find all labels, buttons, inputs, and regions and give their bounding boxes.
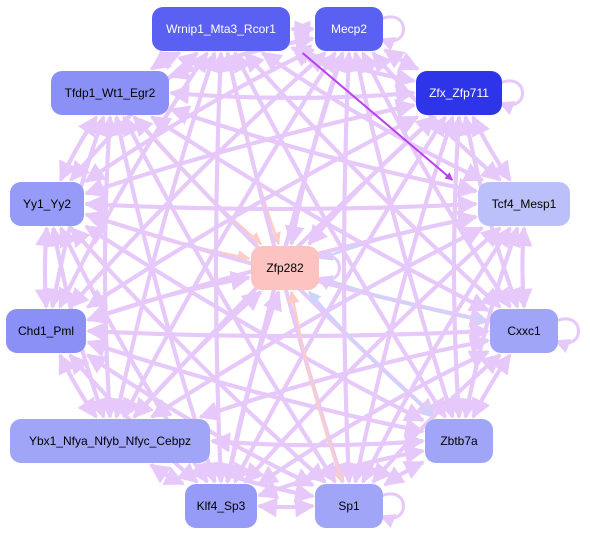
edge-sp1-to-yy1 <box>69 226 327 484</box>
edge-mecp2-to-yy1 <box>84 48 314 184</box>
edge-zbtb7a-to-yy1 <box>84 224 424 423</box>
node-label-yy1: Yy1_Yy2 <box>23 197 71 211</box>
edge-ybx1-to-mecp2 <box>122 51 337 418</box>
node-yy1[interactable]: Yy1_Yy2 <box>10 182 84 226</box>
edge-sp1-to-mecp2 <box>338 51 359 483</box>
node-sp1[interactable]: Sp1 <box>315 484 383 528</box>
edge-cxxc1-to-tfdp1 <box>150 115 489 313</box>
edge-cxxc1-to-wrnip1 <box>243 51 502 309</box>
highlight-edge-wrnip1-to-tcf4 <box>301 52 454 181</box>
edge-cxxc1-to-chd1 <box>86 321 489 342</box>
node-zfp282[interactable]: Zfp282 <box>251 246 319 290</box>
node-label-chd1: Chd1_Pml <box>18 324 74 338</box>
edge-zbtb7a-to-wrnip1 <box>233 51 447 419</box>
node-box-tcf4[interactable] <box>478 182 570 226</box>
node-box-wrnip1[interactable] <box>152 7 290 51</box>
edge-ybx1-to-cxxc1 <box>199 334 490 419</box>
edge-zfx-to-mecp2 <box>383 48 419 71</box>
edge-chd1-to-yy1 <box>35 226 56 308</box>
node-ybx1[interactable]: Ybx1_Nfya_Nfyb_Nfyc_Cebpz <box>10 419 210 463</box>
self-loop-zfp282 <box>315 254 341 290</box>
node-zfx[interactable]: Zfx_Zfp711 <box>416 71 502 115</box>
node-box-klf4[interactable] <box>185 484 257 528</box>
edge-zbtb7a-to-tcf4 <box>463 226 521 418</box>
node-label-mecp2: Mecp2 <box>331 22 367 36</box>
edge-sp1-to-tcf4 <box>361 226 512 483</box>
edge-klf4-to-tcf4 <box>243 226 502 484</box>
node-label-zfp282: Zfp282 <box>266 261 304 275</box>
edge-ybx1-to-wrnip1 <box>114 51 219 418</box>
self-loops-layer <box>315 15 580 528</box>
node-zbtb7a[interactable]: Zbtb7a <box>425 419 493 463</box>
node-label-wrnip1: Wrnip1_Mta3_Rcor1 <box>166 22 276 36</box>
node-box-zfp282[interactable] <box>251 246 319 290</box>
node-box-mecp2[interactable] <box>315 7 383 51</box>
node-label-zfx: Zfx_Zfp711 <box>429 86 489 100</box>
node-box-ybx1[interactable] <box>10 419 210 463</box>
edge-yy1-to-mecp2 <box>84 48 315 184</box>
node-label-cxxc1: Cxxc1 <box>507 324 541 338</box>
edges-layer <box>34 20 533 518</box>
edge-sp1-to-zbtb7a <box>383 460 425 487</box>
edge-cxxc1-to-tcf4 <box>512 226 533 308</box>
edge-sp1-to-ybx1 <box>196 461 314 499</box>
edge-klf4-to-zfp282 <box>225 290 282 483</box>
edge-zbtb7a-to-cxxc1 <box>471 353 512 418</box>
node-label-zbtb7a: Zbtb7a <box>440 434 478 448</box>
node-box-zbtb7a[interactable] <box>425 419 493 463</box>
node-tfdp1[interactable]: Tfdp1_Wt1_Egr2 <box>51 71 169 115</box>
edge-klf4-to-ybx1 <box>149 463 184 486</box>
self-loop-cxxc1 <box>554 317 580 353</box>
highlight-edge-layer <box>301 52 454 181</box>
node-box-tfdp1[interactable] <box>51 71 169 115</box>
node-box-chd1[interactable] <box>6 309 86 353</box>
node-chd1[interactable]: Chd1_Pml <box>6 309 86 353</box>
edge-sp1-to-zfp282 <box>287 290 344 483</box>
node-mecp2[interactable]: Mecp2 <box>315 7 383 51</box>
edge-chd1-to-mecp2 <box>68 51 327 309</box>
edge-klf4-to-zfx <box>233 115 447 483</box>
node-label-ybx1: Ybx1_Nfya_Nfyb_Nfyc_Cebpz <box>29 434 191 448</box>
edge-ybx1-to-chd1 <box>58 353 98 419</box>
self-loop-mecp2 <box>379 15 405 51</box>
node-label-tfdp1: Tfdp1_Wt1_Egr2 <box>65 86 156 100</box>
node-box-yy1[interactable] <box>10 182 84 226</box>
edge-chd1-to-zfx <box>86 115 420 309</box>
node-label-tcf4: Tcf4_Mesp1 <box>492 197 557 211</box>
edge-ybx1-to-zfp282 <box>132 290 263 419</box>
edge-tfdp1-to-wrnip1 <box>150 51 182 71</box>
node-label-sp1: Sp1 <box>338 499 360 513</box>
edge-tcf4-to-tfdp1 <box>169 105 477 194</box>
node-klf4[interactable]: Klf4_Sp3 <box>185 484 257 528</box>
edge-zbtb7a-to-chd1 <box>86 338 424 434</box>
edge-sp1-to-tfdp1 <box>122 115 337 484</box>
edge-zbtb7a-to-mecp2 <box>349 51 455 418</box>
self-loop-sp1 <box>379 492 405 528</box>
edge-ybx1-to-tcf4 <box>150 226 484 419</box>
edge-klf4-to-wrnip1 <box>210 51 231 483</box>
edge-zbtb7a-to-zfx <box>447 115 468 418</box>
node-box-sp1[interactable] <box>315 484 383 528</box>
edge-cxxc1-to-zfp282 <box>319 275 489 323</box>
node-box-cxxc1[interactable] <box>490 309 558 353</box>
edge-sp1-to-zfx <box>353 115 457 483</box>
edge-zbtb7a-to-zfp282 <box>308 291 436 418</box>
node-label-klf4: Klf4_Sp3 <box>197 499 246 513</box>
node-cxxc1[interactable]: Cxxc1 <box>490 309 558 353</box>
edge-sp1-to-cxxc1 <box>371 353 502 484</box>
node-wrnip1[interactable]: Wrnip1_Mta3_Rcor1 <box>152 7 290 51</box>
self-loop-zfx <box>498 79 524 115</box>
node-tcf4[interactable]: Tcf4_Mesp1 <box>478 182 570 226</box>
edge-sp1-to-klf4 <box>257 497 314 518</box>
edge-tcf4-to-yy1 <box>84 194 477 215</box>
edge-zfx-to-tfdp1 <box>169 84 415 105</box>
node-box-zfx[interactable] <box>416 71 502 115</box>
